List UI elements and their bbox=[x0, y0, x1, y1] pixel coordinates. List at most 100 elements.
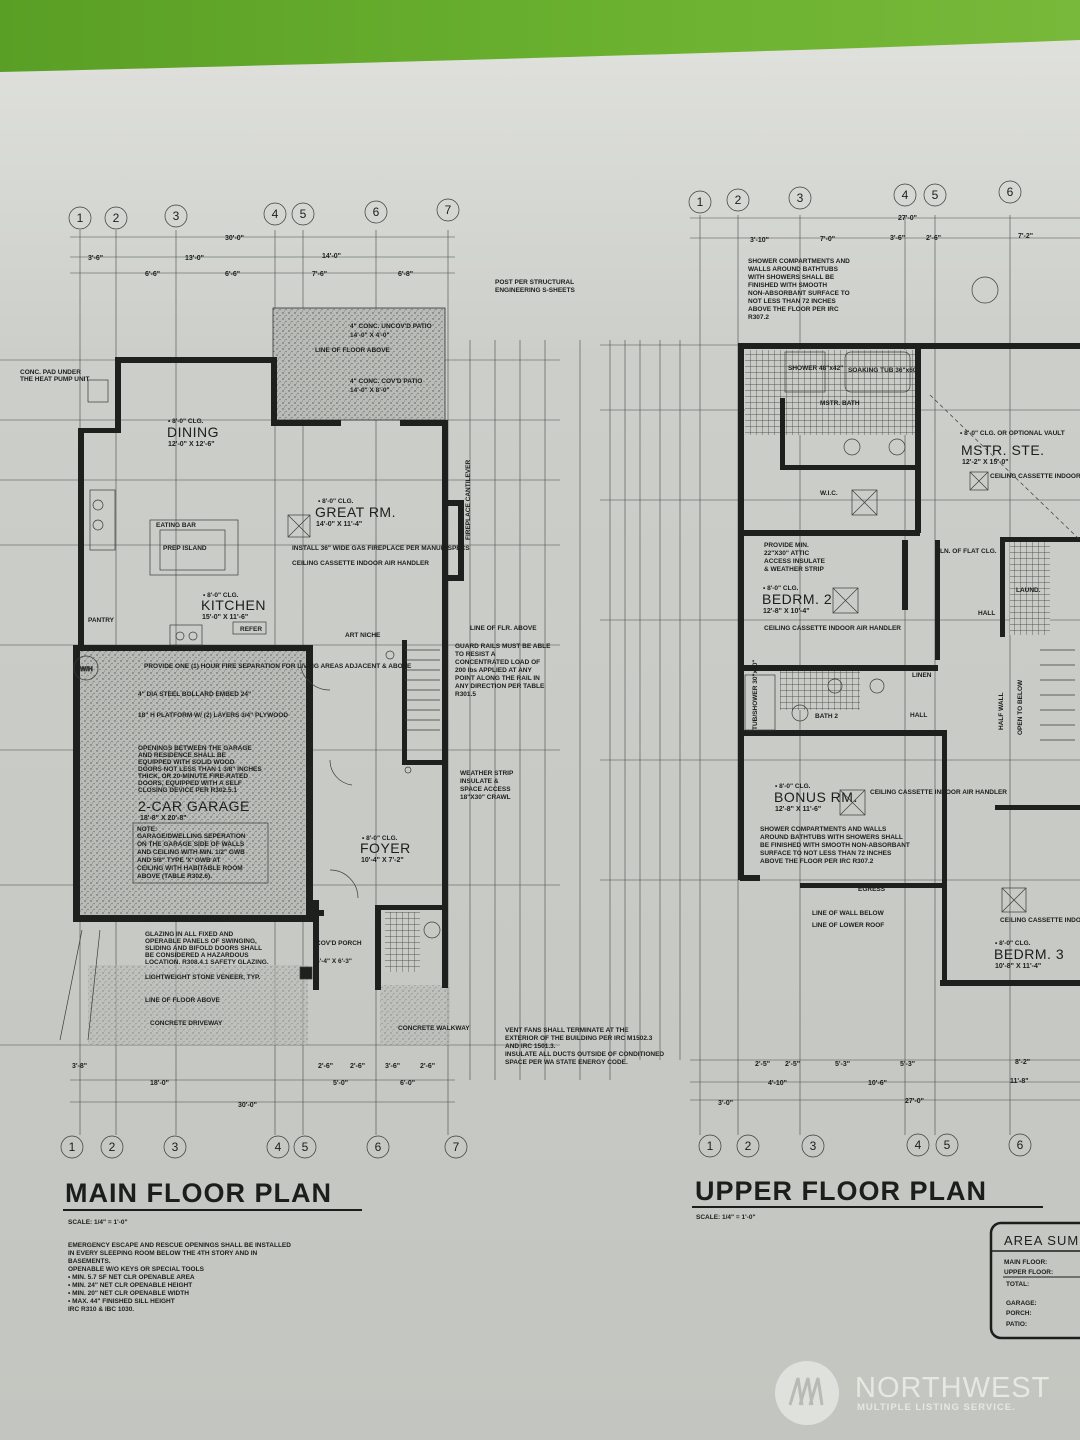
heat-pump-note: CONC. PAD UNDER bbox=[20, 369, 81, 376]
grid-label: 7 bbox=[445, 203, 452, 217]
bath2-label: BATH 2 bbox=[815, 713, 838, 720]
dimension: 8'-2" bbox=[1015, 1059, 1030, 1066]
room-name-porch: COV'D PORCH bbox=[316, 940, 362, 947]
half-wall-label: HALF WALL bbox=[998, 692, 1005, 730]
dimension: 2'-6" bbox=[926, 235, 941, 242]
note-line: NOT LESS THAN 72 INCHES bbox=[748, 298, 836, 305]
grid-label: 1 bbox=[697, 195, 704, 209]
note-line: AND RESIDENCE SHALL BE bbox=[138, 752, 227, 759]
note-line: EMERGENCY ESCAPE AND RESCUE OPENINGS SHA… bbox=[68, 1242, 291, 1249]
note-line: ON THE GARAGE SIDE OF WALLS bbox=[137, 841, 245, 848]
note-line: DOORS NOT LESS THAN 1 3/8" INCHES bbox=[138, 766, 262, 773]
room-ceiling: • 8'-0" CLG. bbox=[168, 418, 204, 425]
note-line: IRC R310 & IBC 1030. bbox=[68, 1306, 134, 1313]
dimension: 7'-2" bbox=[1018, 233, 1033, 240]
post-note: ENGINEERING S-SHEETS bbox=[495, 287, 575, 294]
refer-label: REFER bbox=[240, 626, 262, 633]
garage-floor bbox=[80, 650, 308, 915]
main-floor-plan-title: MAIN FLOOR PLAN bbox=[65, 1178, 332, 1208]
grid-label: 6 bbox=[373, 205, 380, 219]
dimension: 18'-0" bbox=[150, 1080, 169, 1087]
note-line: ANY DIRECTION PER TABLE bbox=[455, 683, 545, 690]
note-line: SHOWER COMPARTMENTS AND WALLS bbox=[760, 826, 887, 833]
note-line: • MAX. 44" FINISHED SILL HEIGHT bbox=[68, 1298, 175, 1305]
watermark-brand: NORTHWEST bbox=[855, 1372, 1050, 1404]
dimension: 2'-5" bbox=[785, 1061, 800, 1068]
grid-label: 7 bbox=[453, 1140, 460, 1154]
dimension: 2'-6" bbox=[420, 1063, 435, 1070]
dimension: 3'-6" bbox=[385, 1063, 400, 1070]
note-line: INSULATE & bbox=[460, 778, 499, 785]
fireplace-note: INSTALL 36" WIDE GAS FIREPLACE PER MANUF… bbox=[292, 545, 470, 552]
note-line: INSULATE ALL DUCTS OUTSIDE OF CONDITIONE… bbox=[505, 1051, 664, 1058]
note-line: CLOSING DEVICE PER R302.5.1 bbox=[138, 787, 237, 794]
heat-pump-note: THE HEAT PUMP UNIT bbox=[20, 376, 89, 383]
dimension: 7'-0" bbox=[820, 236, 835, 243]
note-line: • MIN. 24" NET CLR OPENABLE HEIGHT bbox=[68, 1282, 192, 1289]
note-line: TO RESIST A bbox=[455, 651, 496, 658]
area-item: UPPER FLOOR: bbox=[1004, 1269, 1053, 1276]
wic-label: W.I.C. bbox=[820, 490, 838, 497]
room-size: 10'-4" X 7'-2" bbox=[361, 857, 404, 864]
dimension: 6'-8" bbox=[398, 271, 413, 278]
note-line: EXTERIOR OF THE BUILDING PER IRC M1502.3 bbox=[505, 1035, 653, 1042]
line-floor-above: LINE OF FLOOR ABOVE bbox=[145, 997, 221, 1004]
room-size: 18'-8" X 20'-8" bbox=[140, 815, 187, 822]
note-line: CONCENTRATED LOAD OF bbox=[455, 659, 540, 666]
dimension: 6'-6" bbox=[225, 271, 240, 278]
room-ceiling: • 8'-0" CLG. OR OPTIONAL VAULT bbox=[960, 430, 1065, 437]
note-line: GUARD RAILS MUST BE ABLE bbox=[455, 643, 551, 650]
grid-label: 5 bbox=[302, 1140, 309, 1154]
area-item: MAIN FLOOR: bbox=[1004, 1259, 1047, 1266]
note-line: 200 lbs APPLIED AT ANY bbox=[455, 667, 532, 674]
room-name-great-room: GREAT RM. bbox=[315, 504, 396, 520]
note-line: SPACE ACCESS bbox=[460, 786, 511, 793]
note-line: EQUIPPED WITH SOLID WOOD bbox=[138, 759, 235, 766]
dimension: 3'-6" bbox=[88, 255, 103, 262]
dimension: 2'-6" bbox=[318, 1063, 333, 1070]
area-summary-box: AREA SUM MAIN FLOOR: UPPER FLOOR: TOTAL:… bbox=[989, 1221, 1080, 1340]
garage-door-label: 16'-0" O.H. GARAGE DOOR bbox=[145, 916, 230, 923]
dimension: 27'-0" bbox=[905, 1098, 924, 1105]
shower-note-top: SHOWER COMPARTMENTS AND WALLS AROUND BAT… bbox=[748, 258, 850, 321]
garage-separation-note: NOTE: GARAGE/DWELLING SEPERATION ON THE … bbox=[132, 822, 269, 884]
art-niche-label: ART NICHE bbox=[345, 632, 381, 639]
nwmls-watermark: NORTHWEST MULTIPLE LISTING SERVICE. bbox=[775, 1361, 1050, 1425]
crawl-access-note: WEATHER STRIP INSULATE & SPACE ACCESS 18… bbox=[460, 770, 514, 801]
ceiling-cassette-note: CEILING CASSETTE INDOOR AIR HANDLER bbox=[990, 473, 1080, 480]
grid-label: 5 bbox=[932, 188, 939, 202]
room-ceiling: • 8'-0" CLG. bbox=[318, 498, 354, 505]
egress-notes: EMERGENCY ESCAPE AND RESCUE OPENINGS SHA… bbox=[68, 1242, 291, 1313]
upper-scale: SCALE: 1/4" = 1'-0" bbox=[696, 1214, 756, 1221]
fire-separation-note: PROVIDE ONE (1) HOUR FIRE SEPARATION FOR… bbox=[144, 663, 412, 670]
room-ceiling: • 8'-0" CLG. bbox=[362, 835, 398, 842]
note-line: THICK, OR 20-MINUTE FIRE-RATED bbox=[138, 773, 248, 780]
uncovd-patio-label: 4" CONC. UNCOV'D PATIO bbox=[350, 323, 432, 330]
laundry-label: LAUND. bbox=[1016, 587, 1041, 594]
dimension: 4'-10" bbox=[768, 1080, 787, 1087]
tub-shower-label: TUB/SHOWER 30"x60" bbox=[752, 660, 759, 730]
hall-label: HALL bbox=[910, 712, 927, 719]
note-line: R301.5 bbox=[455, 691, 476, 698]
room-name-bedroom-2: BEDRM. 2 bbox=[762, 591, 832, 607]
room-name-foyer: FOYER bbox=[360, 840, 411, 856]
dimension: 11'-8" bbox=[1010, 1078, 1029, 1085]
note-line: SPACE PER WA STATE ENERGY CODE. bbox=[505, 1059, 628, 1066]
dimension: 7'-6" bbox=[312, 271, 327, 278]
room-name-garage: 2-CAR GARAGE bbox=[138, 798, 250, 814]
room-size: 5'-4" X 6'-3" bbox=[316, 958, 352, 965]
grid-label: 3 bbox=[797, 191, 804, 205]
soaking-tub-label: SOAKING TUB 36"x60" bbox=[848, 367, 920, 374]
dimension: 6'-6" bbox=[145, 271, 160, 278]
area-item: TOTAL: bbox=[1006, 1281, 1029, 1288]
main-grid-bubbles-bottom: 1 2 3 4 5 6 7 bbox=[60, 1135, 468, 1159]
room-size: 12'-8" X 10'-4" bbox=[763, 608, 810, 615]
open-below-label: OPEN TO BELOW bbox=[1017, 679, 1024, 735]
upper-grid-bubbles-bottom: 1 2 3 4 5 6 bbox=[698, 1133, 1032, 1158]
upper-fixtures bbox=[744, 276, 1080, 913]
flat-ceiling-line: LN. OF FLAT CLG. bbox=[940, 548, 997, 555]
note-line: VENT FANS SHALL TERMINATE AT THE bbox=[505, 1027, 629, 1034]
ceiling-cassette-note: CEILING CASSETTE INDOOR AIR HANDLER bbox=[292, 560, 429, 567]
grid-label: 6 bbox=[375, 1140, 382, 1154]
room-size: 15'-0" X 11'-6" bbox=[202, 614, 248, 621]
